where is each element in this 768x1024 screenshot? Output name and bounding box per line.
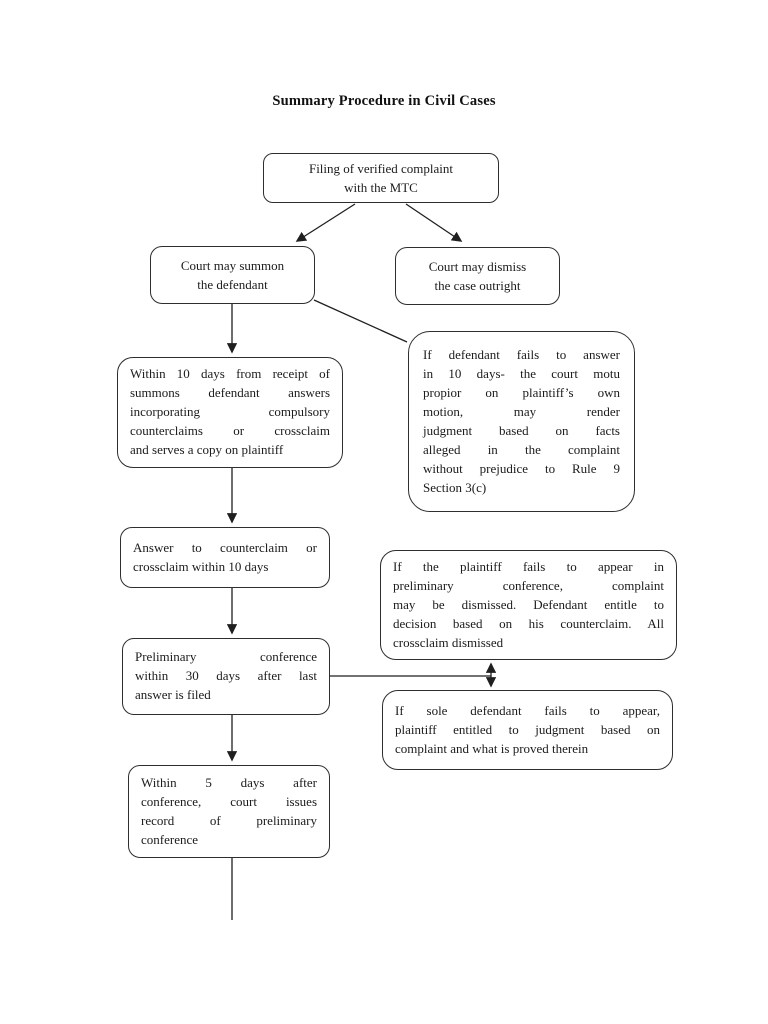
node-text-line: propior on plaintiff’s own <box>423 385 620 400</box>
node-text-line: answer is filed <box>135 687 211 702</box>
node-text-line: conference, court issues <box>141 794 317 809</box>
arrow-filing-to-dismiss <box>405 203 463 242</box>
node-text-line: the case outright <box>434 278 521 293</box>
node-court-may-summon: Court may summon the defendant <box>150 246 315 304</box>
node-preliminary-conference: Preliminary conference within 30 days af… <box>122 638 330 715</box>
node-text-line: Court may dismiss <box>428 259 527 274</box>
node-text-line: Within 5 days after <box>141 775 317 790</box>
node-text-line: crossclaim dismissed <box>393 635 504 650</box>
node-text-line: Section 3(c) <box>423 480 487 495</box>
node-defendant-fails-to-answer: If defendant fails to answer in 10 days-… <box>408 331 635 512</box>
node-text-line: summons defendant answers <box>130 385 330 400</box>
node-text-line: counterclaims or crossclaim <box>130 423 330 438</box>
page-title: Summary Procedure in Civil Cases <box>272 93 496 109</box>
node-text-line: If sole defendant fails to appear, <box>395 703 660 718</box>
node-text-line: within 30 days after last <box>135 668 317 683</box>
node-text-line: plaintiff entitled to judgment based on <box>395 722 660 737</box>
node-record-of-preliminary-conference: Within 5 days after conference, court is… <box>128 765 330 858</box>
node-text-line: and serves a copy on plaintiff <box>130 442 284 457</box>
node-text-line: alleged in the complaint <box>423 442 620 457</box>
node-text-line: Within 10 days from receipt of <box>130 366 330 381</box>
node-text-line: If the plaintiff fails to appear in <box>393 559 664 574</box>
node-text-line: with the MTC <box>344 180 418 195</box>
node-text-line: motion, may render <box>423 404 620 419</box>
node-filing-complaint: Filing of verified complaint with the MT… <box>263 153 499 203</box>
node-text-line: judgment based on facts <box>423 423 620 438</box>
node-text-line: decision based on his counterclaim. All <box>393 616 664 631</box>
node-text-line: Filing of verified complaint <box>308 161 454 176</box>
node-defendant-answers-10-days: Within 10 days from receipt of summons d… <box>117 357 343 468</box>
node-text-line: conference <box>141 832 199 847</box>
node-text-line: Preliminary conference <box>135 649 317 664</box>
node-text-line: may be dismissed. Defendant entitle to <box>393 597 664 612</box>
node-text-line: in 10 days- the court motu <box>423 366 620 381</box>
node-text-line: Court may summon <box>180 258 285 273</box>
node-plaintiff-fails-to-appear: If the plaintiff fails to appear in prel… <box>380 550 677 660</box>
node-text-line: preliminary conference, complaint <box>393 578 664 593</box>
node-text-line: crossclaim within 10 days <box>133 559 269 574</box>
node-court-may-dismiss: Court may dismiss the case outright <box>395 247 560 305</box>
node-text-line: the defendant <box>197 277 268 292</box>
node-answer-to-counterclaim: Answer to counterclaim or crossclaim wit… <box>120 527 330 588</box>
arrow-filing-to-summon <box>295 203 356 242</box>
node-text-line: without prejudice to Rule 9 <box>423 461 620 476</box>
node-sole-defendant-fails-to-appear: If sole defendant fails to appear, plain… <box>382 690 673 770</box>
line-summon-to-fail-answer <box>313 299 408 343</box>
node-text-line: incorporating compulsory <box>130 404 330 419</box>
node-text-line: record of preliminary <box>141 813 317 828</box>
node-text-line: Answer to counterclaim or <box>133 540 317 555</box>
node-text-line: complaint and what is proved therein <box>395 741 589 756</box>
node-text-line: If defendant fails to answer <box>423 347 620 362</box>
